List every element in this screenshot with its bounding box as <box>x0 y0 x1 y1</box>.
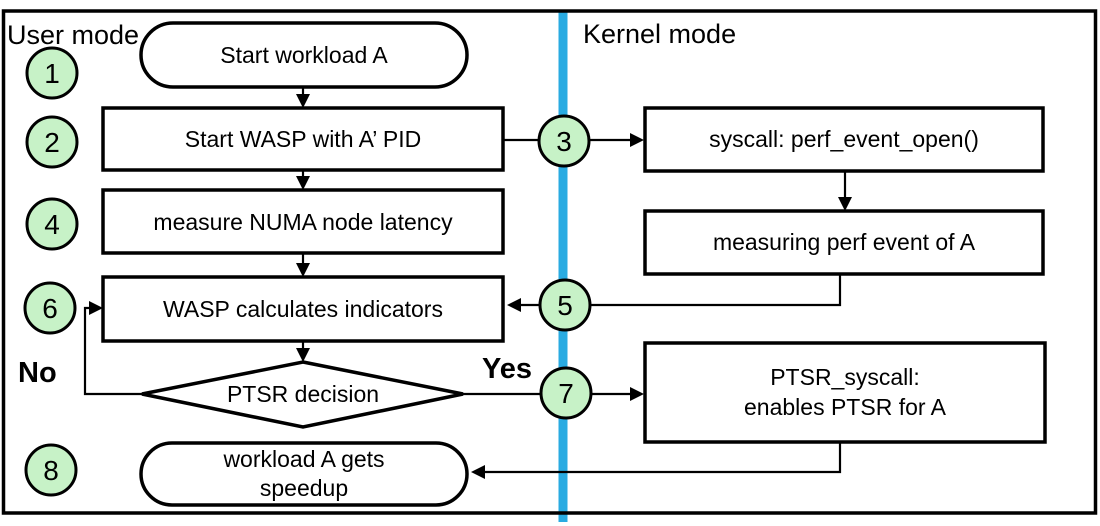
edge-decision-no-loop <box>83 301 142 396</box>
step-badge-7: 7 <box>539 366 593 420</box>
node-measuring-perf: measuring perf event of A <box>643 209 1045 276</box>
no-branch-label: No <box>18 357 57 389</box>
step-badge-6-number: 6 <box>42 293 58 324</box>
mode-divider-bar <box>558 10 568 522</box>
step-badge-7-number: 7 <box>558 378 574 409</box>
kernel-mode-label: Kernel mode <box>583 19 736 49</box>
node-wasp-calculates: WASP calculates indicators <box>101 275 505 343</box>
node-measure-numa-label: measure NUMA node latency <box>153 209 453 235</box>
node-start-wasp-label: Start WASP with A’ PID <box>185 126 421 152</box>
node-ptsr-syscall-line2: enables PTSR for A <box>744 394 947 420</box>
step-badge-1-number: 1 <box>44 58 60 89</box>
node-start-workload-label: Start workload A <box>220 42 388 68</box>
node-workload-speedup-line2: speedup <box>260 475 348 501</box>
step-badge-8: 8 <box>24 443 78 497</box>
step-badge-4: 4 <box>25 197 79 251</box>
node-workload-speedup: workload A gets speedup <box>139 441 469 507</box>
node-syscall-perf-label: syscall: perf_event_open() <box>709 126 979 152</box>
diagram-frame <box>1 9 1098 515</box>
node-ptsr-decision: PTSR decision <box>141 360 464 429</box>
step-badge-3-number: 3 <box>556 126 572 157</box>
node-ptsr-syscall-line1: PTSR_syscall: <box>770 364 920 390</box>
step-badge-8-number: 8 <box>43 455 59 486</box>
edge-measuring-to-calc <box>507 274 842 312</box>
step-badge-2: 2 <box>25 115 79 169</box>
step-badge-6: 6 <box>23 281 77 335</box>
edge-start-to-wasp <box>296 87 310 108</box>
node-wasp-calculates-label: WASP calculates indicators <box>163 296 443 322</box>
node-syscall-perf: syscall: perf_event_open() <box>643 106 1045 173</box>
step-badge-3: 3 <box>537 114 591 168</box>
edge-ptsr-to-speedup <box>471 442 842 479</box>
step-badge-5-number: 5 <box>557 290 573 321</box>
edge-numa-to-calc <box>296 253 310 277</box>
step-badge-2-number: 2 <box>44 127 60 158</box>
step-badge-5: 5 <box>538 278 592 332</box>
step-badge-4-number: 4 <box>44 209 60 240</box>
edge-syscall-to-measuring <box>838 171 852 211</box>
node-start-wasp: Start WASP with A’ PID <box>101 106 505 172</box>
node-ptsr-syscall: PTSR_syscall: enables PTSR for A <box>643 341 1047 444</box>
step-badge-1: 1 <box>25 46 79 100</box>
node-ptsr-decision-label: PTSR decision <box>227 381 379 407</box>
node-start-workload: Start workload A <box>139 21 469 89</box>
node-measuring-perf-label: measuring perf event of A <box>713 229 976 255</box>
edge-calc-to-decision <box>296 341 310 362</box>
user-mode-label: User mode <box>7 20 139 50</box>
node-workload-speedup-line1: workload A gets <box>222 446 384 472</box>
node-measure-numa: measure NUMA node latency <box>101 188 505 255</box>
edge-wasp-to-numa <box>296 170 310 190</box>
yes-branch-label: Yes <box>482 353 532 385</box>
